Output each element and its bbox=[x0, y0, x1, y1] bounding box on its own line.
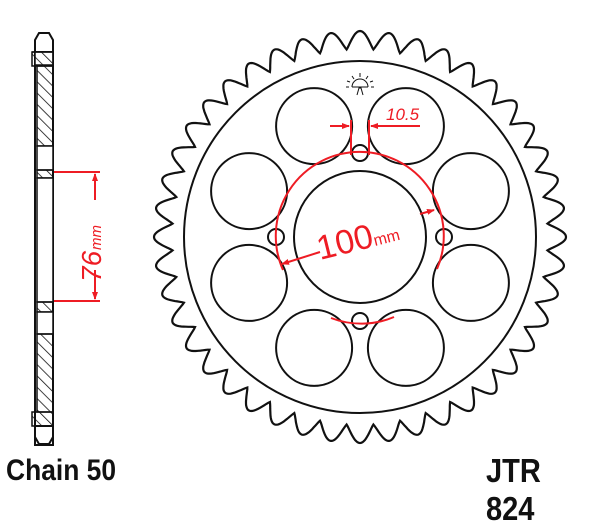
dimension-10-5: 10.5 bbox=[330, 105, 420, 155]
lightening-hole bbox=[210, 243, 289, 322]
dim-76-unit: mm bbox=[88, 225, 105, 250]
dim-76-value: 76 bbox=[76, 250, 107, 282]
lightening-hole bbox=[366, 87, 445, 166]
chain-size-label: Chain 50 bbox=[6, 454, 117, 487]
lightening-hole bbox=[431, 152, 510, 231]
center-bore bbox=[293, 170, 427, 304]
lightening-hole bbox=[275, 308, 354, 387]
lightening-holes bbox=[210, 87, 510, 387]
lightening-hole bbox=[275, 87, 354, 166]
dimension-100mm: 100 mm bbox=[274, 150, 445, 325]
sprocket-drawing: 76 mm 10.5 bbox=[31, 29, 568, 446]
sprocket-teeth-outline bbox=[152, 29, 568, 445]
sun-logo-icon bbox=[346, 73, 374, 96]
side-profile-view: 76 mm bbox=[31, 32, 107, 446]
lightening-hole bbox=[366, 308, 445, 387]
part-number-label: JTR 824 bbox=[486, 452, 541, 527]
dim-10-5-value: 10.5 bbox=[386, 105, 420, 124]
dim-100-value: 100 bbox=[313, 217, 377, 268]
sprocket-front-view: 10.5 100 mm bbox=[152, 29, 568, 445]
dim-100-unit: mm bbox=[372, 227, 402, 250]
dimension-76mm: 76 mm bbox=[54, 171, 107, 302]
bolt-hole bbox=[351, 312, 369, 330]
lightening-hole bbox=[431, 243, 510, 322]
lightening-hole bbox=[210, 152, 289, 231]
